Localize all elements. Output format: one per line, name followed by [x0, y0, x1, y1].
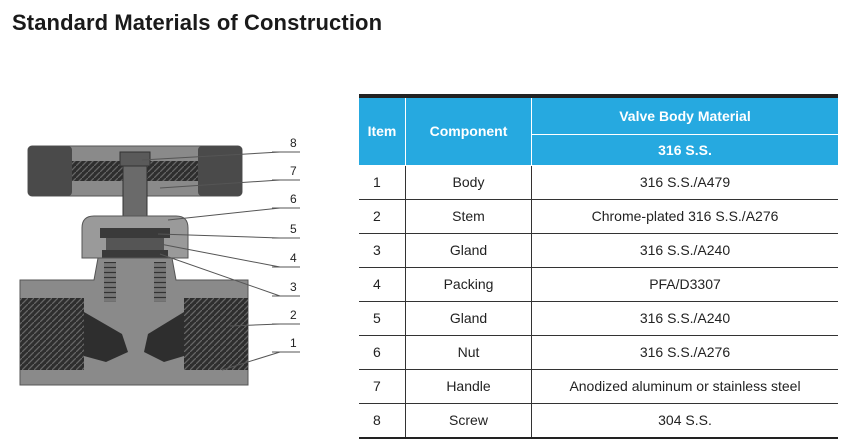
table-row: 2 Stem Chrome-plated 316 S.S./A276 [359, 199, 838, 234]
materials-table: Item Component Valve Body Material 316 S… [359, 94, 838, 439]
row-item: 1 [359, 165, 406, 200]
row-material: PFA/D3307 [531, 267, 838, 302]
callout-2: 2 [290, 308, 297, 322]
table-row: 3 Gland 316 S.S./A240 [359, 233, 838, 268]
callout-4: 4 [290, 251, 297, 265]
packing [106, 238, 164, 250]
row-material: 316 S.S./A240 [531, 233, 838, 268]
row-component: Screw [405, 403, 532, 439]
row-component: Stem [405, 199, 532, 234]
row-component: Packing [405, 267, 532, 302]
header-valve-body-material: Valve Body Material [531, 94, 838, 135]
row-material: 304 S.S. [531, 403, 838, 439]
row-material: Anodized aluminum or stainless steel [531, 369, 838, 404]
screw [119, 151, 151, 167]
needle-valve-cutaway-diagram: 8 7 6 5 4 3 2 1 [19, 136, 300, 386]
row-item: 4 [359, 267, 406, 302]
row-component: Nut [405, 335, 532, 370]
header-material-316ss: 316 S.S. [531, 134, 838, 166]
callout-3: 3 [290, 280, 297, 294]
header-component: Component [405, 94, 532, 166]
callout-7: 7 [290, 164, 297, 178]
table-row: 8 Screw 304 S.S. [359, 403, 838, 439]
row-item: 7 [359, 369, 406, 404]
row-component: Gland [405, 233, 532, 268]
callout-6: 6 [290, 192, 297, 206]
row-item: 5 [359, 301, 406, 336]
table-row: 1 Body 316 S.S./A479 [359, 165, 838, 200]
callout-5: 5 [290, 222, 297, 236]
table-row: 7 Handle Anodized aluminum or stainless … [359, 369, 838, 404]
page-title: Standard Materials of Construction [12, 10, 383, 35]
row-component: Body [405, 165, 532, 200]
callout-1: 1 [290, 336, 297, 350]
row-item: 6 [359, 335, 406, 370]
row-material: 316 S.S./A240 [531, 301, 838, 336]
row-material: 316 S.S./A479 [531, 165, 838, 200]
row-item: 8 [359, 403, 406, 439]
gland-lower [102, 250, 168, 258]
row-component: Handle [405, 369, 532, 404]
table-row: 5 Gland 316 S.S./A240 [359, 301, 838, 336]
table-row: 4 Packing PFA/D3307 [359, 267, 838, 302]
row-item: 2 [359, 199, 406, 234]
callout-8: 8 [290, 136, 297, 150]
header-item: Item [359, 94, 406, 166]
table-row: 6 Nut 316 S.S./A276 [359, 335, 838, 370]
row-material: 316 S.S./A276 [531, 335, 838, 370]
callout-leaders [141, 151, 300, 371]
row-item: 3 [359, 233, 406, 268]
valve-body [19, 257, 249, 386]
row-component: Gland [405, 301, 532, 336]
row-material: Chrome-plated 316 S.S./A276 [531, 199, 838, 234]
gland-upper [100, 228, 170, 238]
